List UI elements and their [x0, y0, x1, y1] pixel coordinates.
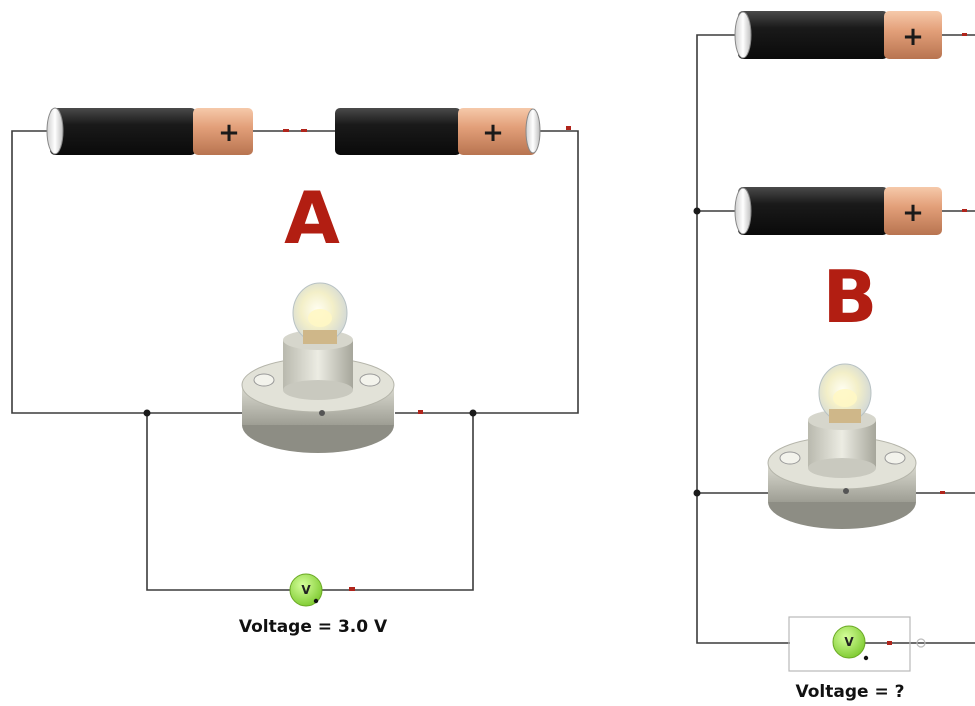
battery-icon: +	[335, 108, 541, 155]
voltage-readout-b: Voltage = ?	[796, 682, 905, 702]
battery-plus-label: +	[218, 118, 240, 148]
junction-node	[469, 409, 477, 417]
light-bulb-icon	[767, 363, 917, 529]
light-bulb-icon	[241, 282, 395, 453]
voltmeter-icon: V	[289, 573, 323, 607]
circuit-a: + + A V	[11, 107, 579, 637]
battery-plus-label: +	[902, 198, 924, 228]
battery-icon: +	[46, 107, 253, 155]
voltage-readout-a: Voltage = 3.0 V	[239, 617, 388, 637]
voltmeter-icon: V	[832, 625, 869, 661]
circuit-b: + + B V	[693, 11, 975, 702]
battery-plus-label: +	[482, 118, 504, 148]
junction-node	[143, 409, 151, 417]
battery-icon: +	[734, 187, 942, 235]
voltmeter-selection-box	[788, 616, 911, 672]
battery-plus-label: +	[902, 22, 924, 52]
junction-node	[693, 207, 701, 215]
voltmeter-symbol: V	[301, 583, 311, 597]
circuit-a-label: A	[284, 176, 340, 260]
circuit-b-label: B	[823, 255, 878, 339]
battery-icon: +	[734, 11, 942, 59]
voltmeter-symbol: V	[844, 635, 854, 649]
junction-node	[693, 489, 701, 497]
